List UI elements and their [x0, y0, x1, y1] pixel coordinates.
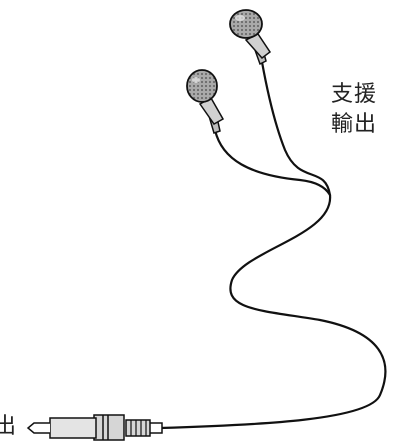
earphone-cable-left — [213, 128, 332, 197]
earbud-left — [186, 69, 225, 134]
output-label: 輸出 — [331, 112, 378, 137]
support-label: 支援 — [331, 82, 378, 107]
earphone-cable — [158, 60, 387, 430]
earbud-right — [229, 9, 272, 66]
jack-label: 出 — [0, 414, 18, 439]
audio-plug — [26, 414, 163, 441]
